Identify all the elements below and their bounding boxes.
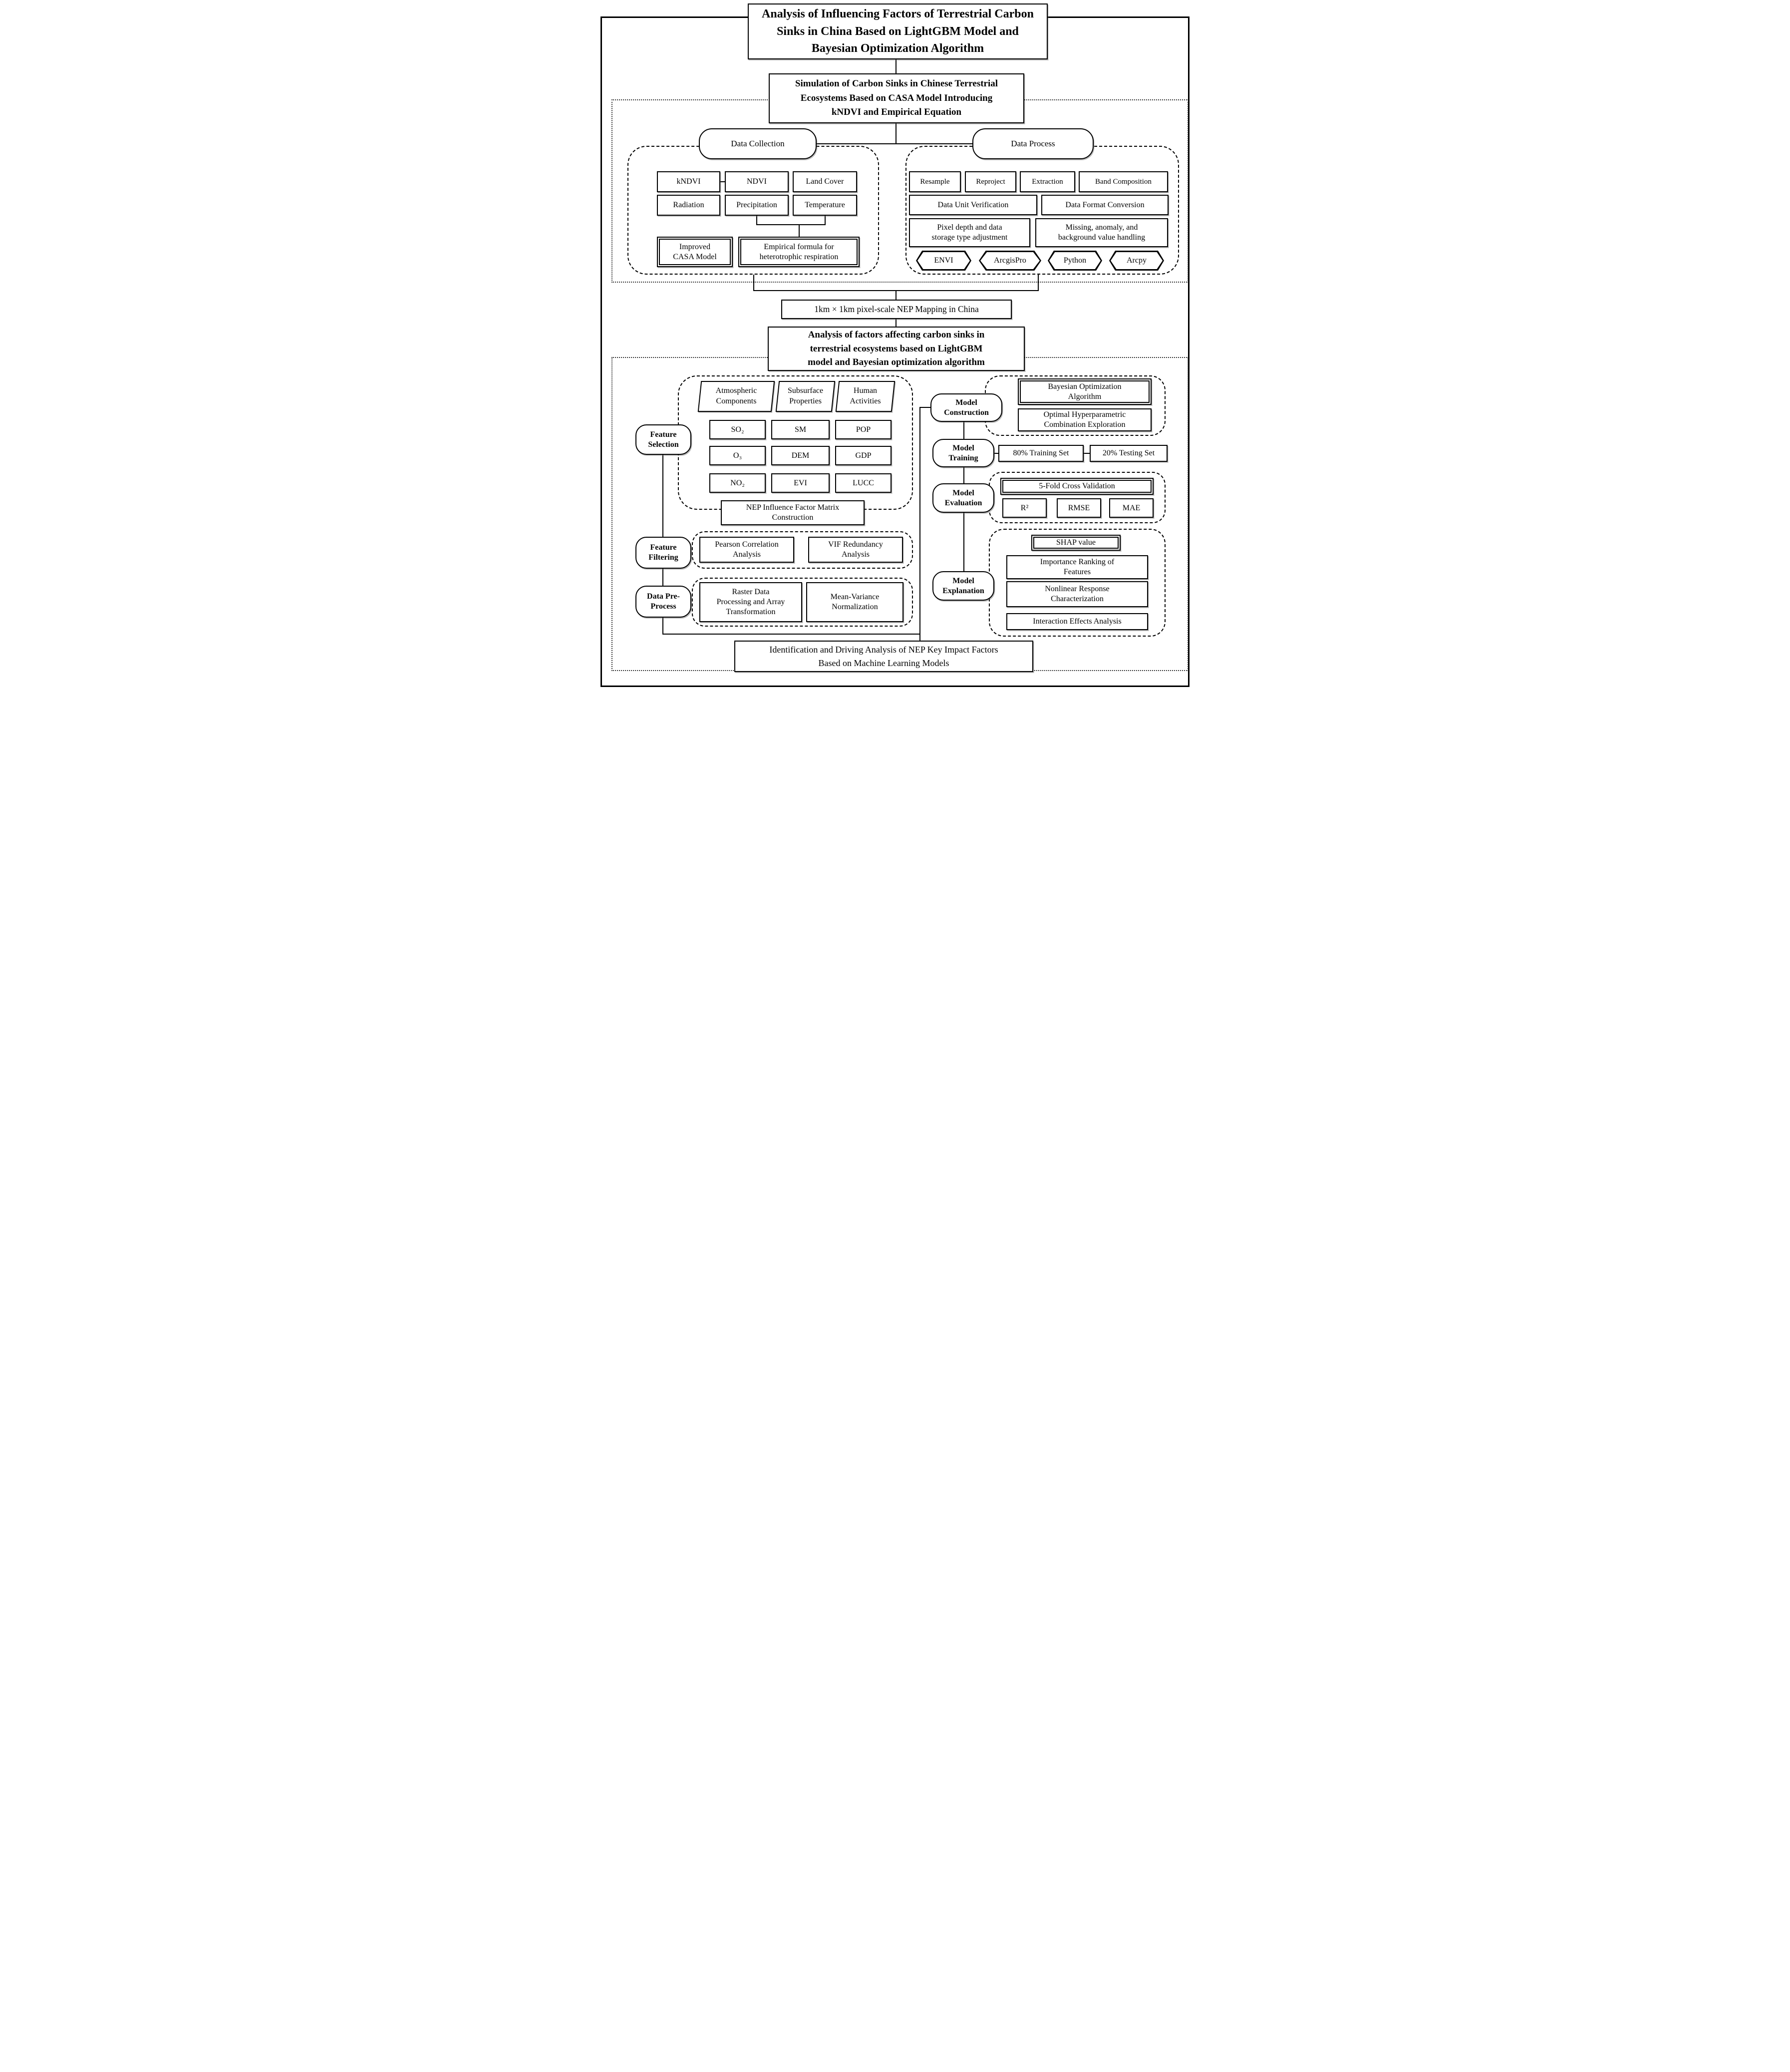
envi-tool: ENVI xyxy=(916,251,971,271)
connector-bus-to-nep xyxy=(895,290,896,300)
model-construction-pill: Model Construction xyxy=(930,393,1002,422)
connector-collection-process xyxy=(817,143,972,144)
feature-filtering-pill: Feature Filtering xyxy=(635,537,691,569)
feature-filtering-container xyxy=(692,531,913,569)
connector-me-to-mx xyxy=(963,513,964,571)
data-process-pill: Data Process xyxy=(972,128,1094,159)
arcgispro-tool: ArcgisPro xyxy=(979,251,1041,271)
empirical-formula-box: Empirical formula for heterotrophic resp… xyxy=(738,237,860,267)
training-set-box: 80% Training Set xyxy=(998,445,1084,462)
lucc-box: LUCC xyxy=(835,473,892,493)
precipitation-box: Precipitation xyxy=(725,195,789,216)
interaction-effects-box: Interaction Effects Analysis xyxy=(1006,613,1148,630)
arcpy-label: Arcpy xyxy=(1127,256,1147,265)
data-format-conversion-box: Data Format Conversion xyxy=(1041,195,1169,215)
pop-box: POP xyxy=(835,420,892,439)
improved-casa-box: Improved CASA Model xyxy=(657,237,733,267)
sm-box: SM xyxy=(771,420,830,439)
arcpy-tool: Arcpy xyxy=(1109,251,1164,271)
connector-right-chain-vertical xyxy=(919,407,920,641)
connector-train-to-test xyxy=(1084,453,1090,454)
optimal-hyperparametric-box: Optimal Hyperparametric Combination Expl… xyxy=(1018,408,1152,431)
vif-box: VIF Redundancy Analysis xyxy=(808,537,903,563)
connector-mt-to-train xyxy=(994,453,998,454)
connector-nep-to-analysis xyxy=(895,319,896,327)
extraction-box: Extraction xyxy=(1020,171,1075,192)
model-evaluation-pill: Model Evaluation xyxy=(932,483,994,513)
r2-box: R² xyxy=(1002,498,1047,518)
data-preprocess-pill: Data Pre- Process xyxy=(635,586,691,618)
identification-box: Identification and Driving Analysis of N… xyxy=(734,641,1033,672)
cross-validation-box: 5-Fold Cross Validation xyxy=(1000,478,1154,495)
o3-box: O₃ xyxy=(709,446,766,465)
human-activities-parallelogram: Human Activities xyxy=(835,381,895,412)
data-unit-verification-box: Data Unit Verification xyxy=(909,195,1037,215)
ndvi-box: NDVI xyxy=(725,171,789,192)
importance-ranking-box: Importance Ranking of Features xyxy=(1006,555,1148,579)
so2-box: SO₂ xyxy=(709,420,766,439)
testing-set-box: 20% Testing Set xyxy=(1090,445,1168,462)
connector-precipitation-down xyxy=(756,216,757,225)
temperature-box: Temperature xyxy=(793,195,857,216)
subsurface-properties-parallelogram: Subsurface Properties xyxy=(775,381,836,412)
connector-temperature-down xyxy=(825,216,826,225)
resample-box: Resample xyxy=(909,171,961,192)
mae-box: MAE xyxy=(1109,498,1154,518)
dem-box: DEM xyxy=(771,446,830,465)
model-training-pill: Model Training xyxy=(932,439,994,467)
connector-fs-to-ff xyxy=(662,455,663,537)
no2-box: NO₂ xyxy=(709,473,766,493)
arcgispro-label: ArcgisPro xyxy=(994,256,1026,265)
mean-variance-box: Mean-Variance Normalization xyxy=(806,582,903,622)
shap-value-box: SHAP value xyxy=(1031,535,1121,551)
evi-box: EVI xyxy=(771,473,830,493)
subsurface-properties-label: Subsurface Properties xyxy=(787,386,824,405)
connector-bracket-to-empirical xyxy=(799,224,800,237)
human-activities-label: Human Activities xyxy=(850,386,881,405)
missing-anomaly-box: Missing, anomaly, and background value h… xyxy=(1035,218,1168,247)
reproject-box: Reproject xyxy=(965,171,1016,192)
connector-process-to-bus xyxy=(1038,275,1039,291)
paper-title-box: Analysis of Influencing Factors of Terre… xyxy=(748,3,1048,59)
land-cover-box: Land Cover xyxy=(793,171,857,192)
connector-ff-to-dpp xyxy=(662,569,663,586)
feature-selection-pill: Feature Selection xyxy=(635,424,691,455)
connector-collection-to-bus xyxy=(753,275,754,291)
data-collection-pill: Data Collection xyxy=(699,128,817,159)
gdp-box: GDP xyxy=(835,446,892,465)
nep-matrix-box: NEP Influence Factor Matrix Construction xyxy=(721,500,865,525)
band-composition-box: Band Composition xyxy=(1079,171,1168,192)
atmospheric-components-label: Atmospheric Components xyxy=(715,386,757,405)
python-tool: Python xyxy=(1048,251,1102,271)
connector-stub-model-construction xyxy=(919,407,930,408)
rmse-box: RMSE xyxy=(1057,498,1101,518)
connector-mt-to-me xyxy=(963,467,964,483)
model-explanation-pill: Model Explanation xyxy=(932,571,994,601)
python-label: Python xyxy=(1063,256,1087,265)
connector-dpp-to-bus xyxy=(662,618,663,635)
raster-box: Raster Data Processing and Array Transfo… xyxy=(699,582,802,622)
pixel-depth-box: Pixel depth and data storage type adjust… xyxy=(909,218,1030,247)
connector-title-to-simulation xyxy=(895,59,896,73)
radiation-box: Radiation xyxy=(657,195,720,216)
connector-simulation-down xyxy=(895,123,896,144)
bayesian-optimization-box: Bayesian Optimization Algorithm xyxy=(1018,378,1152,405)
flowchart-canvas: Analysis of Influencing Factors of Terre… xyxy=(597,0,1193,691)
connector-bracket xyxy=(756,224,826,225)
nonlinear-response-box: Nonlinear Response Characterization xyxy=(1006,581,1148,607)
connector-bus-bottom xyxy=(662,634,920,635)
data-preprocess-container xyxy=(692,578,913,627)
kndvi-box: kNDVI xyxy=(657,171,720,192)
connector-mc-to-mt xyxy=(963,422,964,439)
simulation-header-box: Simulation of Carbon Sinks in Chinese Te… xyxy=(769,73,1024,123)
connector-kndvi-ndvi xyxy=(720,181,725,182)
envi-label: ENVI xyxy=(934,256,953,265)
pearson-box: Pearson Correlation Analysis xyxy=(699,537,794,563)
atmospheric-components-parallelogram: Atmospheric Components xyxy=(697,381,775,412)
nep-mapping-box: 1km × 1km pixel-scale NEP Mapping in Chi… xyxy=(781,300,1012,319)
analysis-header-box: Analysis of factors affecting carbon sin… xyxy=(768,327,1025,371)
